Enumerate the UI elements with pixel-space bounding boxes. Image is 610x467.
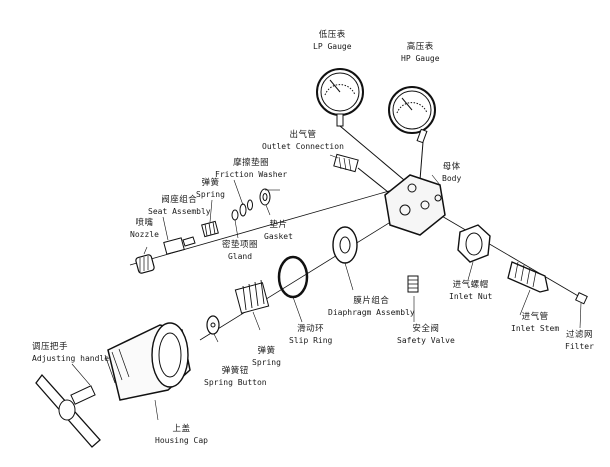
label-inlet-stem-en: Inlet Stem [511,324,560,333]
friction-washer-drawing [247,199,253,211]
label-spring-top: 弹簧 Spring [196,178,225,200]
label-housing-cap: 上盖 Housing Cap [155,424,208,446]
label-seat-assembly-zh: 阀座组合 [161,195,198,205]
label-slip-ring-zh: 滑动环 [297,324,325,334]
label-inlet-stem: 进气管 Inlet Stem [511,312,559,334]
label-diaphragm-assembly-zh: 膜片组合 [353,296,390,306]
filter-drawing [575,292,588,305]
label-lp-gauge: 低压表 LP Gauge [313,30,352,52]
housing-cap-drawing [104,322,191,401]
label-filter-en: Filter [565,342,594,351]
gasket-drawing [259,188,271,206]
label-friction-washer-zh: 摩擦垫圈 [233,158,270,168]
label-friction-washer: 摩擦垫圈 Friction Washer [215,158,287,180]
diaphragm-drawing [332,226,358,264]
label-housing-cap-en: Housing Cap [155,436,208,445]
spring-button-drawing [206,315,220,335]
body-drawing [384,174,446,236]
label-inlet-nut: 进气螺帽 Inlet Nut [449,280,492,302]
seat-assembly-drawing [163,236,196,255]
label-body-en: Body [442,174,462,183]
label-spring-bottom-en: Spring [252,358,281,367]
label-hp-gauge-zh: 高压表 [406,42,434,52]
label-safety-valve-zh: 安全阀 [412,324,440,334]
label-outlet-connection-zh: 出气管 [289,130,317,140]
label-seat-assembly-en: Seat Assembly [148,207,211,216]
label-hp-gauge: 高压表 HP Gauge [401,42,440,64]
adjusting-handle-drawing [35,373,101,448]
label-spring-button-zh: 弹簧钮 [221,366,249,376]
slip-ring-drawing [277,255,309,299]
label-inlet-stem-zh: 进气管 [521,312,549,322]
label-filter-zh: 过滤网 [565,330,593,340]
label-body-zh: 母体 [442,162,461,172]
lp-gauge-drawing [316,68,411,186]
label-adjusting-handle-zh: 调压把手 [32,342,69,352]
label-gasket-en: Gasket [264,232,293,241]
label-spring-top-zh: 弹簧 [201,178,220,188]
label-gland-zh: 密垫项圈 [222,240,259,250]
label-adjusting-handle: 调压把手 Adjusting handle [32,342,109,364]
inlet-stem-drawing [507,261,549,293]
label-seat-assembly: 阀座组合 Seat Assembly [148,195,211,217]
safety-valve-drawing [407,275,419,293]
label-gland: 密垫项圈 Gland [222,240,258,262]
label-diaphragm-assembly-en: Diaphragm Assembly [328,308,415,317]
label-friction-washer-en: Friction Washer [215,170,288,179]
axis-line-bottom [199,209,411,341]
label-outlet-connection: 出气管 Outlet Connection [262,130,344,152]
outlet-connection-drawing [333,153,389,193]
spring-top-drawing [201,220,219,238]
label-nozzle-zh: 喷嘴 [135,218,154,228]
label-inlet-nut-zh: 进气螺帽 [452,280,489,290]
label-spring-button-en: Spring Button [204,378,267,387]
spring-bottom-drawing [234,279,270,314]
label-outlet-connection-en: Outlet Connection [262,142,344,151]
label-lp-gauge-zh: 低压表 [318,30,346,40]
label-filter: 过滤网 Filter [565,330,594,352]
label-safety-valve: 安全阀 Safety Valve [397,324,455,346]
label-slip-ring-en: Slip Ring [289,336,333,345]
leader-lines [71,154,582,421]
label-gasket-zh: 垫片 [269,220,288,230]
label-lp-gauge-en: LP Gauge [313,42,352,51]
label-spring-top-en: Spring [196,190,225,199]
label-spring-bottom: 弹簧 Spring [252,346,281,368]
label-nozzle-en: Nozzle [130,230,159,239]
label-gland-en: Gland [227,252,253,261]
axis-line-inlet [439,214,586,301]
label-housing-cap-zh: 上盖 [172,424,191,434]
inlet-nut-drawing [457,224,491,263]
nozzle-drawing [135,254,155,274]
label-diaphragm-assembly: 膜片组合 Diaphragm Assembly [328,296,415,318]
label-inlet-nut-en: Inlet Nut [449,292,493,301]
label-body: 母体 Body [442,162,461,184]
label-nozzle: 喷嘴 Nozzle [130,218,159,240]
label-safety-valve-en: Safety Valve [397,336,455,345]
label-spring-button: 弹簧钮 Spring Button [204,366,267,388]
label-spring-bottom-zh: 弹簧 [257,346,276,356]
hp-gauge-drawing [388,86,436,181]
label-gasket: 垫片 Gasket [264,220,293,242]
label-hp-gauge-en: HP Gauge [401,54,440,63]
gland-drawing [231,203,247,221]
label-slip-ring: 滑动环 Slip Ring [289,324,332,346]
label-adjusting-handle-en: Adjusting handle [32,354,110,363]
